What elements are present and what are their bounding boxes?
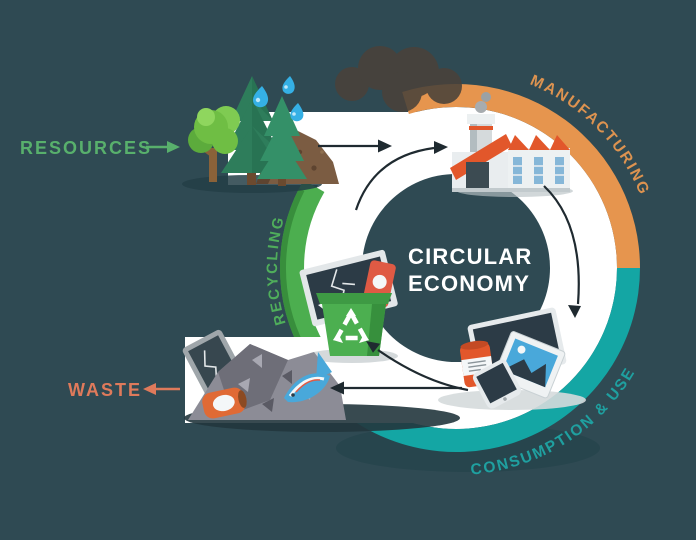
recycle-arrow xyxy=(359,334,369,343)
photo-mountain xyxy=(502,359,546,388)
can-top xyxy=(460,340,489,350)
pine-layer xyxy=(264,96,300,136)
recycle-bin-illustration xyxy=(299,249,398,363)
center-circle xyxy=(362,174,550,362)
resources-arrow-icon xyxy=(146,141,180,153)
water-drop xyxy=(282,76,295,94)
smoke-puff xyxy=(481,92,491,102)
factory-roof xyxy=(450,134,512,180)
fish-skeleton-icon xyxy=(284,352,332,403)
shed-window xyxy=(534,157,543,184)
shed-window xyxy=(513,157,522,184)
recycling-arc-main xyxy=(280,180,325,356)
tree-icon xyxy=(188,106,240,182)
phone-crack xyxy=(203,350,218,382)
pine-tree-icon xyxy=(257,96,307,186)
dirt-speck xyxy=(320,150,324,154)
arrow-head xyxy=(366,341,381,353)
red-item-detail xyxy=(372,274,387,289)
waste-pile-illustration xyxy=(182,329,346,420)
shed-window xyxy=(555,157,564,184)
tree-crown xyxy=(212,128,238,154)
factory-door xyxy=(466,162,489,192)
recycling-arc xyxy=(280,180,325,356)
fish-belly xyxy=(288,376,325,397)
pine-layer xyxy=(257,140,307,179)
center-title-line2: ECONOMY xyxy=(408,271,530,296)
trees-illustration xyxy=(182,76,339,193)
recycle-arrow xyxy=(346,308,356,316)
arrow-head xyxy=(434,141,448,154)
shed-roof xyxy=(508,135,529,150)
pine-trunk xyxy=(247,166,256,185)
arrow-head xyxy=(330,381,344,395)
chimney-stripe xyxy=(469,126,493,130)
smoke-puff xyxy=(475,101,487,113)
arrow-head xyxy=(568,305,581,318)
water-drop xyxy=(252,86,269,108)
waste-label: WASTE xyxy=(68,380,142,400)
chimney-cap xyxy=(467,114,495,124)
flow-arrow-input xyxy=(318,139,392,153)
crushed-can-icon xyxy=(202,387,247,419)
smartphone-icon xyxy=(472,359,522,409)
center-title-line1: CIRCULAR xyxy=(408,244,532,269)
fish-tail xyxy=(316,352,332,380)
manufacturing-arc xyxy=(402,83,640,268)
water-drops-icon xyxy=(252,76,304,122)
arrow-head xyxy=(378,139,392,153)
factory-illustration xyxy=(450,92,573,197)
arrow-head xyxy=(143,383,156,395)
recycle-arrow xyxy=(333,333,343,343)
can-label-lines xyxy=(467,360,487,372)
rubble-chip xyxy=(282,370,292,384)
crushed-can-label xyxy=(212,394,235,412)
tree-crown-highlight xyxy=(197,108,215,126)
shed-roof xyxy=(529,135,550,150)
phone-screen xyxy=(476,362,517,404)
waste-arrow-icon xyxy=(143,383,180,395)
rubble-chip xyxy=(238,378,250,392)
flow-arrow-to-consumption xyxy=(543,185,581,318)
water-drop xyxy=(290,103,304,122)
flow-arrow-output xyxy=(330,381,462,395)
factory-base xyxy=(452,188,570,192)
drop-highlight xyxy=(292,112,296,116)
rubble-chip xyxy=(262,398,274,412)
shed-roof xyxy=(550,135,570,150)
photo-cloud xyxy=(517,345,526,354)
drop-highlight xyxy=(255,97,261,103)
flow-arrow-to-manufacturing xyxy=(354,141,448,211)
flow-arrows xyxy=(318,139,581,395)
bin-rim xyxy=(316,293,392,304)
recycle-symbol-icon xyxy=(333,308,369,343)
tree-trunk xyxy=(209,148,217,182)
smoke-blob xyxy=(382,72,422,112)
smoke-blob xyxy=(426,68,462,104)
smoke-cloud-icon xyxy=(335,46,462,112)
window-panes xyxy=(513,165,564,176)
fish-stripe xyxy=(295,379,321,393)
phone-button xyxy=(503,397,507,401)
arrow-shaft xyxy=(354,146,435,211)
fish-eye xyxy=(291,393,295,397)
rubble-chip xyxy=(252,354,262,368)
crushed-can-opening xyxy=(238,390,247,408)
recycling-arc-edge xyxy=(280,188,305,348)
arrow-shaft xyxy=(543,185,580,305)
recycle-triangle xyxy=(333,308,369,341)
drop-highlight xyxy=(284,85,288,89)
pine-layer xyxy=(260,118,304,161)
resources-label: RESOURCES xyxy=(20,138,152,158)
dirt-speck xyxy=(311,165,317,171)
arrow-head xyxy=(167,141,180,153)
electronics-illustration xyxy=(438,307,586,410)
